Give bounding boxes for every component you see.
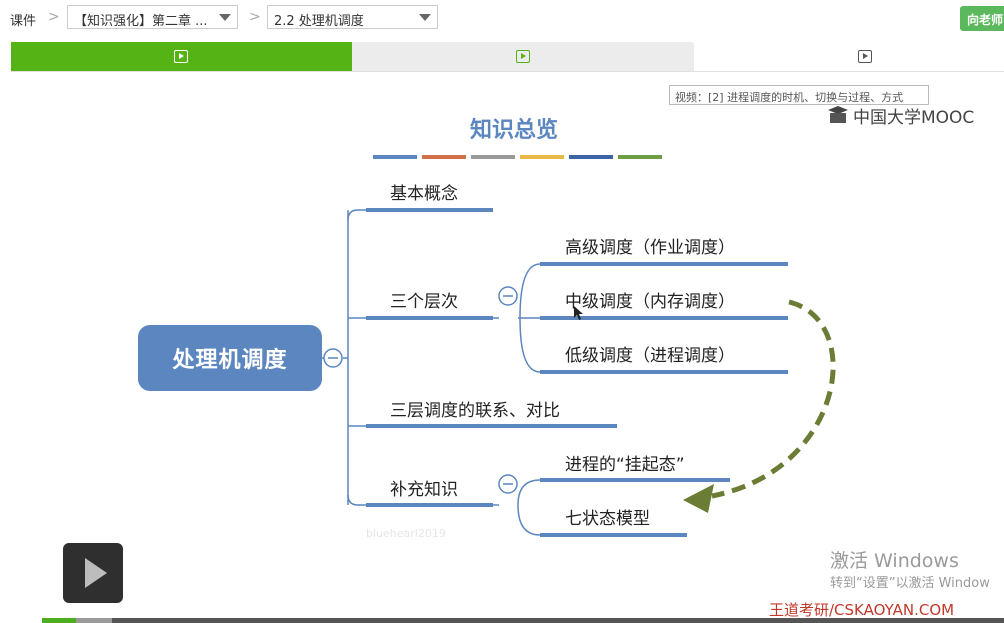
node-level-high: 高级调度（作业调度）: [565, 238, 735, 258]
ask-teacher-button[interactable]: 向老师: [960, 6, 1004, 31]
node-relation: 三层调度的联系、对比: [390, 401, 560, 421]
mindmap-root: 处理机调度: [138, 325, 322, 391]
mouse-cursor-icon: [574, 306, 583, 320]
breadcrumb-courseware[interactable]: 课件: [10, 14, 37, 29]
play-button[interactable]: [63, 543, 123, 603]
mooc-logo: 中国大学MOOC: [826, 104, 975, 128]
windows-activate-hint: 转到“设置”以激活 Window: [830, 576, 990, 591]
node-basic-concepts: 基本概念: [390, 184, 458, 204]
node-three-levels: 三个层次: [390, 292, 458, 312]
chevron-down-icon: [419, 14, 431, 21]
progress-buffered: [76, 618, 112, 623]
slide-watermark: bluehearl2019: [366, 527, 446, 540]
mindmap-root-label: 处理机调度: [172, 348, 288, 373]
title-bar-4: [520, 155, 564, 159]
node-supplement: 补充知识: [390, 480, 458, 500]
chevron-down-icon: [219, 14, 231, 21]
mooc-logo-icon: [828, 106, 848, 123]
video-tabs: [11, 42, 1004, 71]
video-progress-bar[interactable]: [42, 618, 1004, 623]
play-icon: [516, 50, 530, 63]
node-suspend-state: 进程的“挂起态”: [565, 455, 685, 475]
title-bar-2: [422, 155, 466, 159]
node-level-mid: 中级调度（内存调度）: [565, 292, 735, 312]
tabs-divider: [11, 71, 1004, 72]
chevron-right-icon: >: [249, 9, 261, 25]
chevron-right-icon: >: [48, 9, 60, 25]
play-icon: [858, 50, 872, 63]
node-level-low: 低级调度（进程调度）: [565, 346, 735, 366]
windows-activate-title: 激活 Windows: [830, 550, 959, 572]
title-bar-1: [373, 155, 417, 159]
title-bar-5: [569, 155, 613, 159]
title-underline-bars: [373, 155, 662, 159]
section-select[interactable]: 2.2 处理机调度: [267, 5, 438, 29]
title-bar-3: [471, 155, 515, 159]
tab-video-1[interactable]: [11, 42, 352, 71]
collapse-root-icon[interactable]: [323, 348, 343, 368]
collapse-supplement-icon[interactable]: [498, 474, 518, 494]
slide-title: 知识总览: [470, 117, 559, 143]
collapse-levels-icon[interactable]: [498, 286, 518, 306]
chapter-select[interactable]: 【知识强化】第二章 ...: [67, 5, 238, 29]
title-bar-6: [618, 155, 662, 159]
video-tooltip: 视频：[2] 进程调度的时机、切换与过程、方式: [669, 85, 929, 105]
mooc-logo-text: 中国大学MOOC: [853, 107, 975, 128]
section-select-value: 2.2 处理机调度: [274, 14, 364, 29]
tab-video-2[interactable]: [352, 42, 694, 71]
brand-watermark: 王道考研/CSKAOYAN.COM: [769, 601, 955, 619]
top-navigation-bar: 课件 > 【知识强化】第二章 ... > 2.2 处理机调度 向老师: [0, 0, 1004, 40]
tab-video-3[interactable]: [694, 42, 1004, 71]
node-seven-state: 七状态模型: [565, 509, 650, 529]
play-icon: [174, 50, 188, 63]
dashed-arrow: [683, 299, 836, 513]
progress-played: [42, 618, 76, 623]
chapter-select-value: 【知识强化】第二章 ...: [74, 14, 208, 29]
